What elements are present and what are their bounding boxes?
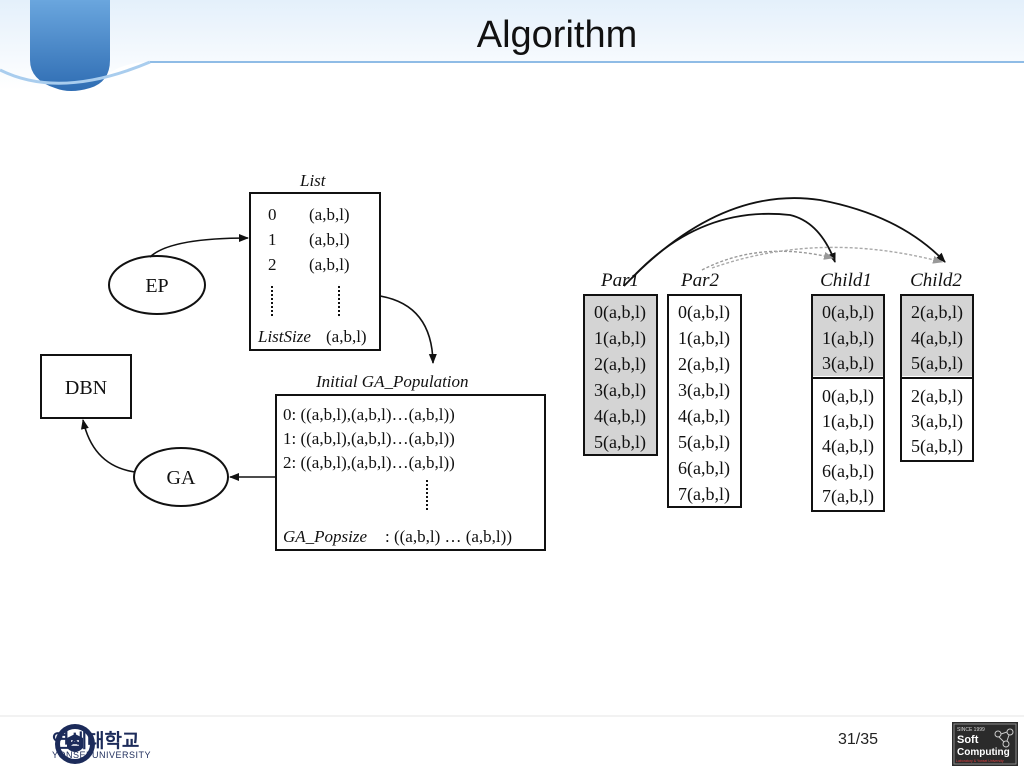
list-row-value: (a,b,l) bbox=[309, 205, 350, 224]
child2-cell: 5(a,b,l) bbox=[911, 436, 963, 457]
soft-computing-lab-logo: SINCE 1999 Soft Computing Laboratory & Y… bbox=[952, 722, 1018, 766]
child1-shaded-cell: 1(a,b,l) bbox=[822, 328, 874, 349]
child1-cell: 6(a,b,l) bbox=[822, 461, 874, 482]
child2-shaded-region bbox=[902, 296, 972, 376]
par1-cell: 4(a,b,l) bbox=[594, 406, 646, 427]
par2-cell: 3(a,b,l) bbox=[678, 380, 730, 401]
crossover-arrow-par2-child1 bbox=[701, 250, 834, 271]
child1-cell: 4(a,b,l) bbox=[822, 436, 874, 457]
slide-header bbox=[0, 0, 1024, 91]
list-row-value: (a,b,l) bbox=[309, 255, 350, 274]
population-row: 0: ((a,b,l),(a,b,l)…(a,b,l)) bbox=[283, 405, 455, 424]
ep-node bbox=[108, 255, 206, 315]
par1-label: Par1 bbox=[600, 270, 639, 291]
par2-cell: 5(a,b,l) bbox=[678, 432, 730, 453]
network-graph-icon bbox=[994, 728, 1014, 748]
par2-cell: 7(a,b,l) bbox=[678, 484, 730, 505]
child1-shaded-cell: 3(a,b,l) bbox=[822, 353, 874, 374]
lab-logo-since: SINCE 1999 bbox=[957, 727, 985, 733]
population-box bbox=[275, 394, 546, 551]
child2-cell: 2(a,b,l) bbox=[911, 386, 963, 407]
par2-cell: 0(a,b,l) bbox=[678, 302, 730, 323]
list-row-index: 1 bbox=[268, 230, 277, 249]
university-name-korean: 연세대학교 bbox=[52, 731, 140, 752]
page-number: 31/35 bbox=[838, 731, 879, 748]
list-label: List bbox=[299, 171, 327, 190]
child2-shaded-cell: 4(a,b,l) bbox=[911, 328, 963, 349]
list-size-value: (a,b,l) bbox=[326, 327, 367, 346]
population-row: 1: ((a,b,l),(a,b,l)…(a,b,l)) bbox=[283, 429, 455, 448]
crossover-arrow-par1-child2 bbox=[623, 197, 946, 287]
list-row-index: 0 bbox=[268, 205, 277, 224]
par1-box bbox=[583, 294, 658, 456]
yonsei-emblem-icon bbox=[55, 724, 95, 764]
list-size-label: ListSize bbox=[257, 327, 311, 346]
child2-label: Child2 bbox=[910, 270, 962, 291]
child1-cell: 7(a,b,l) bbox=[822, 486, 874, 507]
par2-cell: 2(a,b,l) bbox=[678, 354, 730, 375]
lab-logo-subtitle: Laboratory & Yonsei University bbox=[956, 759, 1004, 763]
par1-cell: 3(a,b,l) bbox=[594, 380, 646, 401]
child2-shaded-cell: 5(a,b,l) bbox=[911, 353, 963, 374]
child1-shaded-region bbox=[813, 296, 883, 376]
par1-cell: 0(a,b,l) bbox=[594, 302, 646, 323]
par1-cell: 5(a,b,l) bbox=[594, 432, 646, 453]
list-row-index: 2 bbox=[268, 255, 277, 274]
child1-shaded-cell: 0(a,b,l) bbox=[822, 302, 874, 323]
ga-label: GA bbox=[167, 467, 196, 489]
population-label: Initial GA_Population bbox=[315, 372, 469, 391]
popsize-label: GA_Popsize bbox=[283, 527, 368, 546]
child2-shaded-cell: 2(a,b,l) bbox=[911, 302, 963, 323]
par2-cell: 1(a,b,l) bbox=[678, 328, 730, 349]
slide-footer bbox=[0, 715, 1024, 717]
par2-box bbox=[667, 294, 742, 508]
child1-cell: 0(a,b,l) bbox=[822, 386, 874, 407]
ep-to-list-arrow bbox=[149, 234, 249, 258]
lab-logo-soft: Soft bbox=[957, 734, 979, 746]
popsize-value: : ((a,b,l) … (a,b,l)) bbox=[385, 527, 512, 546]
crossover-arrow-par2-child2 bbox=[711, 246, 943, 269]
child2-cell: 3(a,b,l) bbox=[911, 411, 963, 432]
list-box bbox=[249, 192, 381, 351]
dbn-label: DBN bbox=[65, 377, 107, 399]
slide-title: Algorithm bbox=[476, 14, 638, 56]
list-row-value: (a,b,l) bbox=[309, 230, 350, 249]
par2-cell: 4(a,b,l) bbox=[678, 406, 730, 427]
child1-cell: 1(a,b,l) bbox=[822, 411, 874, 432]
par2-label: Par2 bbox=[680, 270, 720, 291]
ep-label: EP bbox=[145, 275, 168, 297]
population-row: 2: ((a,b,l),(a,b,l)…(a,b,l)) bbox=[283, 453, 455, 472]
par1-cell: 2(a,b,l) bbox=[594, 354, 646, 375]
ga-node bbox=[133, 447, 229, 507]
list-to-population-arrow bbox=[379, 295, 437, 364]
university-name-english: YONSEI UNIVERSITY bbox=[52, 750, 152, 760]
par2-cell: 6(a,b,l) bbox=[678, 458, 730, 479]
par1-cell: 1(a,b,l) bbox=[594, 328, 646, 349]
child1-label: Child1 bbox=[820, 270, 872, 291]
crossover-arrow-par1-child1 bbox=[631, 212, 836, 279]
dbn-box bbox=[40, 354, 132, 419]
lab-logo-computing: Computing bbox=[957, 747, 1010, 758]
ga-to-dbn-arrow bbox=[81, 419, 136, 473]
